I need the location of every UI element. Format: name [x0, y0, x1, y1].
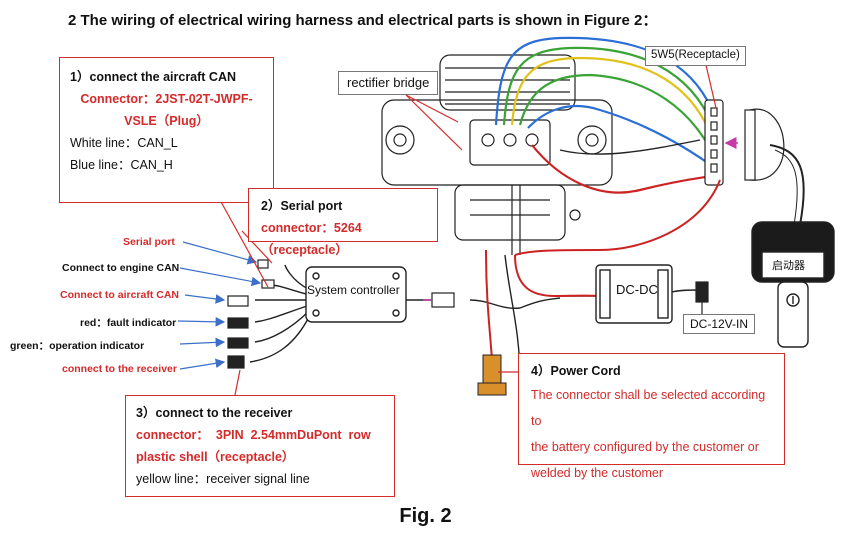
blue-line-label: Blue line：CAN_H — [70, 158, 173, 172]
serial-port-box: 2）Serial port connector：5264（receptacle） — [248, 188, 438, 257]
receiver-title: 3）connect to the receiver — [136, 406, 293, 420]
serial-port-label: Serial port — [123, 236, 175, 248]
red-fault-label: red：fault indicator — [80, 317, 177, 329]
aircraft-can-connector-2: VSLE（Plug） — [124, 114, 209, 128]
dcdc-module — [595, 264, 673, 324]
starter-label: 启动器 — [772, 260, 805, 272]
starter-cable — [769, 144, 805, 226]
dcdc-label: DC-DC — [616, 282, 658, 297]
power-cord-box: 4）Power Cord The connector shall be sele… — [518, 353, 785, 480]
starter-device — [751, 221, 835, 348]
aircraft-can-box: 1）connect the aircraft CAN Connector：2JS… — [59, 57, 274, 203]
engine-can-label: Connect to engine CAN — [62, 262, 180, 274]
power-cord-line-2: the battery configured by the customer o… — [531, 440, 759, 454]
receiver-box: 3）connect to the receiver connector： 3PI… — [125, 395, 395, 497]
aircraft-can-label: Connect to aircraft CAN — [60, 289, 180, 301]
rectifier-bridge-callout: rectifier bridge — [338, 71, 439, 95]
serial-port-connector: connector：5264（receptacle） — [261, 221, 362, 257]
receiver-label: connect to the receiver — [62, 363, 177, 375]
inline-connector — [423, 292, 455, 308]
receiver-connector-2: plastic shell（receptacle） — [136, 450, 295, 464]
dc-in-callout: DC-12V-IN — [683, 314, 756, 334]
dc-in-plug — [695, 281, 709, 316]
system-controller-box — [305, 266, 407, 323]
engine-wires — [494, 36, 714, 194]
receptacle-5w5 — [704, 99, 785, 186]
aircraft-can-title: 1）connect the aircraft CAN — [70, 70, 237, 84]
power-cord-connector — [477, 354, 507, 396]
receptacle-5w5-callout: 5W5(Receptacle) — [645, 46, 746, 66]
serial-port-title: 2）Serial port — [261, 199, 343, 213]
section-heading: 2 The wiring of electrical wiring harnes… — [68, 12, 658, 29]
receiver-connector-1: connector： 3PIN 2.54mmDuPont row — [136, 428, 371, 442]
receiver-signal: yellow line：receiver signal line — [136, 472, 310, 486]
white-line-label: White line：CAN_L — [70, 136, 178, 150]
left-connectors — [227, 259, 275, 369]
power-cord-line-3: welded by the customer — [531, 466, 664, 480]
label-arrows — [177, 241, 262, 370]
leader-lines — [219, 64, 717, 396]
figure-caption: Fig. 2 — [399, 505, 452, 527]
power-cord-line-1: The connector shall be selected accordin… — [531, 388, 766, 428]
green-operation-label: green：operation indicator — [10, 340, 145, 352]
power-cord-title: 4）Power Cord — [531, 364, 621, 378]
system-controller-label: System controller — [307, 283, 400, 297]
aircraft-can-connector-1: Connector：2JST-02T-JWPF- — [80, 92, 253, 106]
